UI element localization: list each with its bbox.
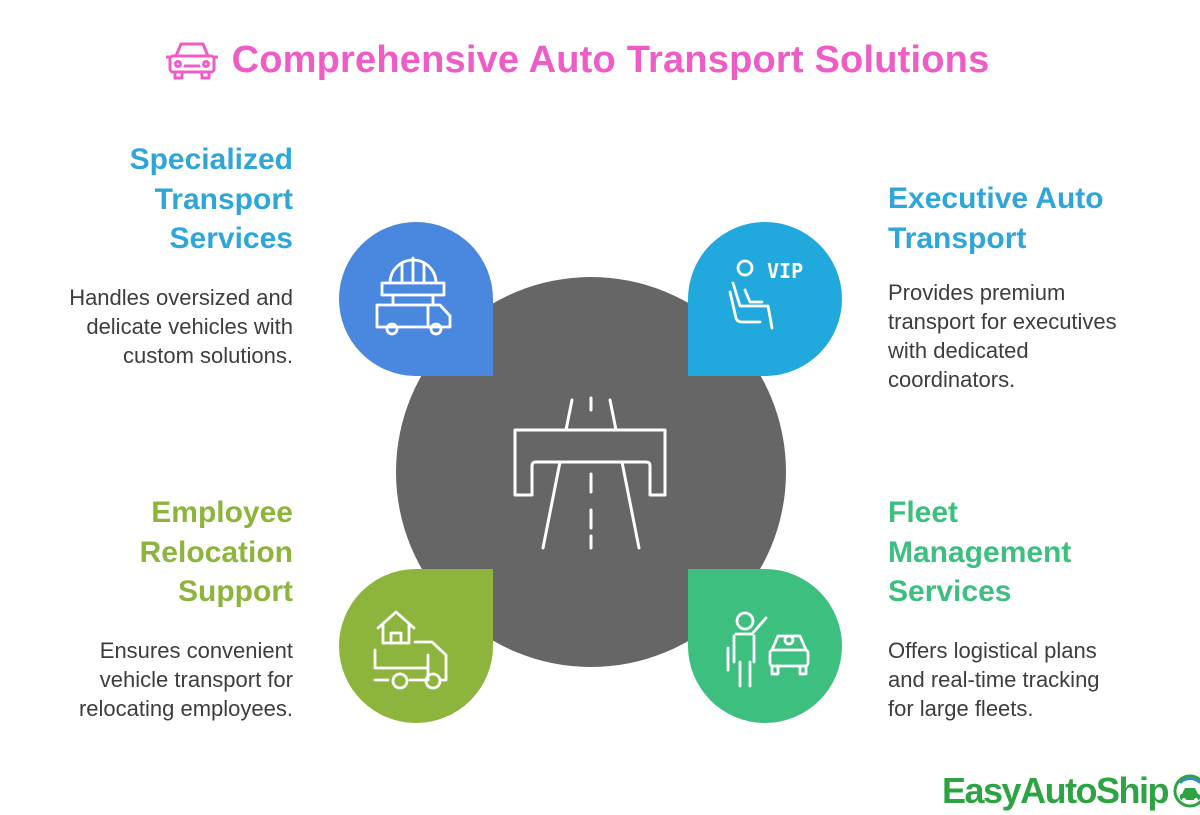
brand-name: EasyAutoShip [942, 770, 1170, 811]
employee-shape [339, 569, 493, 723]
oversized-truck-icon [375, 256, 452, 336]
fleet-description: Offers logistical plans and real-time tr… [888, 638, 1100, 721]
specialized-shape [339, 222, 493, 376]
fleet-heading: Fleet Management Services [888, 496, 1072, 608]
highway-overpass-icon [513, 396, 667, 550]
fleet-manager-icon [726, 611, 810, 688]
vip-label: VIP [767, 259, 803, 283]
executive-shape [688, 222, 843, 376]
executive-description: Provides premium transport for executive… [888, 280, 1117, 392]
specialized-heading: Specialized Transport Services [129, 143, 293, 255]
specialized-description: Handles oversized and delicate vehicles … [69, 285, 293, 368]
globe-car-icon [1173, 774, 1200, 808]
vip-seat-icon [728, 259, 774, 330]
title-block: Comprehensive Auto Transport Solutions [0, 38, 1155, 82]
moving-truck-home-icon [373, 610, 448, 690]
employee-heading: Employee Relocation Support [139, 496, 293, 608]
page-title: Comprehensive Auto Transport Solutions [231, 38, 990, 81]
executive-heading: Executive Auto Transport [888, 182, 1104, 255]
car-front-icon [165, 42, 218, 80]
brand-logo: EasyAutoShip [942, 770, 1200, 812]
employee-description: Ensures convenient vehicle transport for… [78, 638, 293, 721]
fleet-shape [688, 569, 843, 723]
